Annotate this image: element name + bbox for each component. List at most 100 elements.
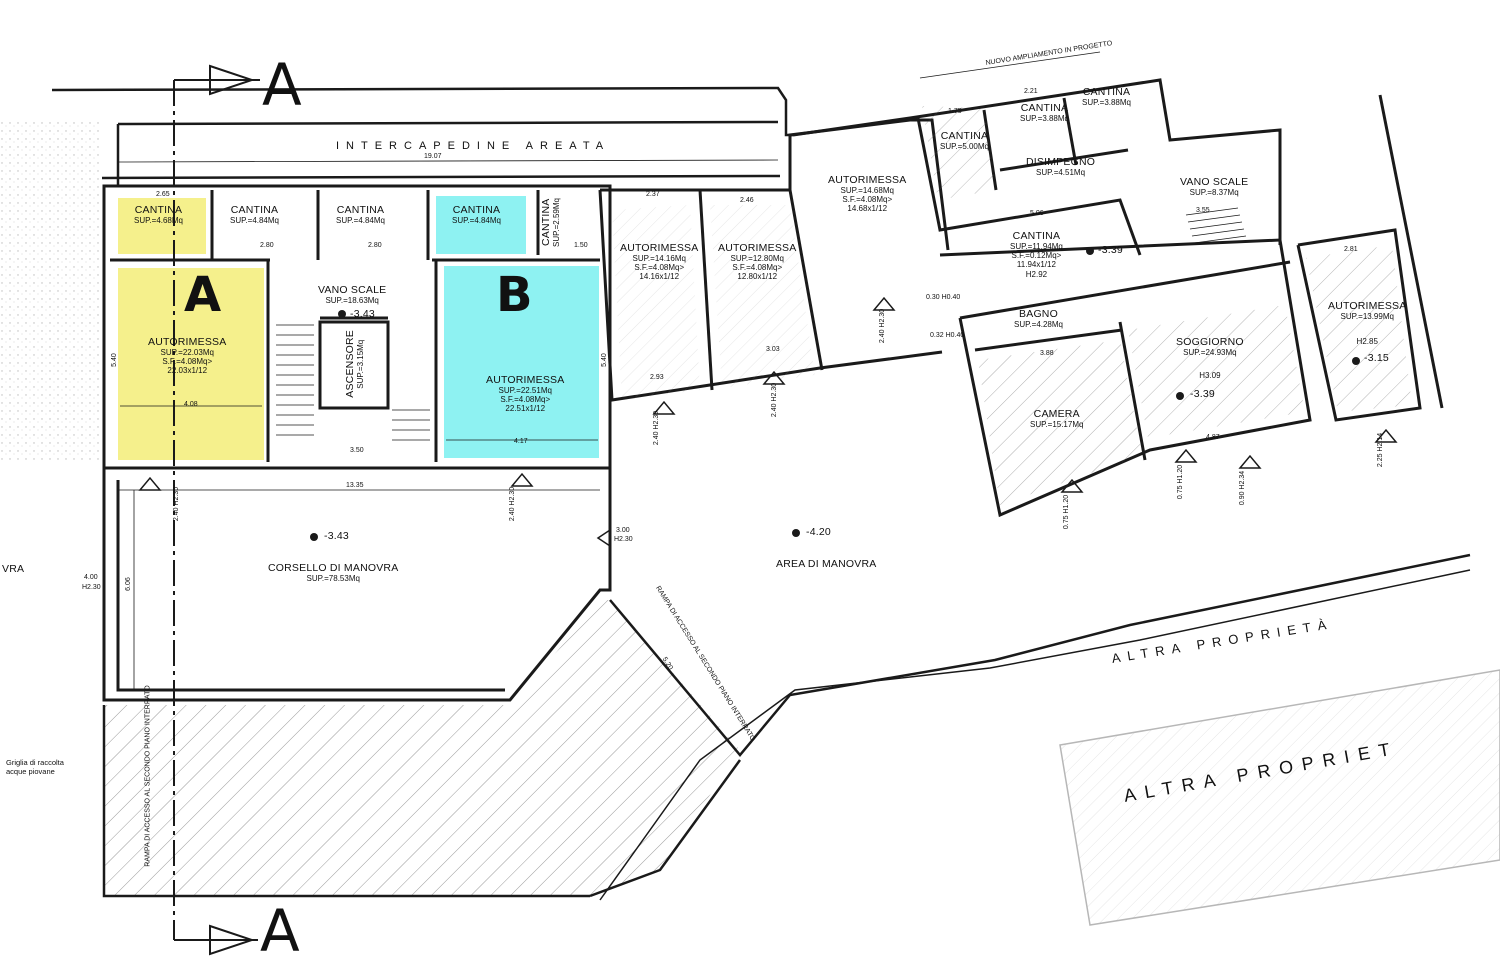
room-fraction: 14.16x1/12 <box>639 272 680 282</box>
opening-5: 2.40 H2.30 <box>879 308 887 344</box>
room-area: SUP.=18.63Mq <box>325 296 379 306</box>
hatch-autorimessa-6 <box>1306 245 1412 412</box>
left-cut-label: VRA <box>2 563 25 575</box>
opening-8: 0.75 H1.20 <box>1177 464 1185 500</box>
opening-2: 2.40 H2.30 <box>509 486 517 522</box>
dim-h2-30: H2.30 <box>82 584 101 591</box>
unit-b-letter: B <box>496 267 533 323</box>
right-block-walls <box>792 78 1444 518</box>
hatch-garage-4 <box>710 205 815 388</box>
dim-6-06: 6.06 <box>124 577 132 591</box>
dim-2-65: 2.65 <box>156 191 170 198</box>
cantina-big-level: -3.39 <box>1098 244 1123 256</box>
room-name: CORSELLO DI MANOVRA <box>268 562 399 574</box>
autorimessa-6-level: -3.15 <box>1364 352 1389 364</box>
dim-4-00: 4.00 <box>84 574 98 581</box>
room-name: CANTINA <box>452 204 501 216</box>
ramp-walls <box>102 553 1471 898</box>
room-cantina-2: CANTINA SUP.=4.84Mq <box>230 204 279 225</box>
room-name: AUTORIMESSA <box>1328 300 1407 312</box>
corsello-level: -3.43 <box>324 530 349 542</box>
dim-3-03: 3.03 <box>766 346 780 353</box>
opening-12: 0.32 H0.40 <box>930 332 965 339</box>
room-area: SUP.=11.94Mq <box>1010 242 1063 252</box>
room-sf: S.F.=4.08Mq> <box>500 395 551 405</box>
room-ascensore: ASCENSORE SUP.=3.15Mq <box>344 330 365 398</box>
dim-2-93: 2.93 <box>650 374 664 381</box>
opening-3: 2.40 H2.30 <box>653 410 661 446</box>
room-camera: CAMERA SUP.=15.17Mq <box>1030 408 1083 429</box>
intercapedine-label: INTERCAPEDINE AREATA <box>336 140 611 152</box>
room-name: ASCENSORE <box>344 330 356 398</box>
unit-a-letter: A <box>184 267 222 323</box>
room-name: AUTORIMESSA <box>148 336 227 348</box>
room-disimpegno: DISIMPEGNO SUP.=4.51Mq <box>1026 156 1095 177</box>
room-name: AUTORIMESSA <box>718 242 797 254</box>
room-height: H2.92 <box>1025 269 1048 279</box>
room-area: SUP.=24.93Mq <box>1183 348 1237 358</box>
room-sf: S.F.=4.08Mq> <box>162 357 213 367</box>
room-area: SUP.=8.37Mq <box>1189 188 1239 198</box>
dim-1-75: 1.75 <box>948 108 962 115</box>
room-area: SUP.=5.00Mq <box>940 142 989 152</box>
unit-a-cellar-fill <box>118 198 206 254</box>
entrance-arrows <box>138 296 1398 548</box>
dim-2-37: 2.37 <box>646 191 660 198</box>
dim-19-07: 19.07 <box>424 153 442 160</box>
dimension-lines <box>117 51 1101 690</box>
room-area: SUP.=4.84Mq <box>336 216 385 226</box>
opening-11: 0.30 H0.40 <box>926 294 961 301</box>
opening-10: 2.25 H2.14 <box>1377 432 1385 468</box>
room-area: SUP.=3.88Mq <box>1020 114 1069 124</box>
room-vano-scale: VANO SCALE SUP.=18.63Mq <box>318 284 386 305</box>
room-name: CANTINA <box>940 130 989 142</box>
dim-4-87: 4.87 <box>1206 434 1220 441</box>
room-name: SOGGIORNO <box>1176 336 1244 348</box>
dim-3-50: 3.50 <box>350 447 364 454</box>
dim-2-80a: 2.80 <box>260 242 274 249</box>
room-fraction: 12.80x1/12 <box>737 272 778 282</box>
stairs-left <box>276 324 430 441</box>
room-name: CANTINA <box>540 198 552 247</box>
dim-13-35: 13.35 <box>346 482 364 489</box>
room-name: CANTINA <box>230 204 279 216</box>
level-markers <box>310 247 1360 541</box>
section-arrow-bottom <box>209 924 256 956</box>
room-autorimessa-5: AUTORIMESSA SUP.=14.68Mq S.F.=4.08Mq> 14… <box>828 174 906 214</box>
dim-5-40a: 5.40 <box>110 353 118 367</box>
room-height: H3.09 <box>1199 371 1221 381</box>
room-area: SUP.=2.59Mq <box>552 198 562 247</box>
room-cantina-n2: CANTINA SUP.=3.88Mq <box>1020 102 1069 123</box>
hatch-garage-3 <box>612 205 700 400</box>
room-name: DISIMPEGNO <box>1026 156 1096 168</box>
room-area: SUP.=78.53Mq <box>306 574 360 584</box>
stairs-right <box>1185 207 1247 244</box>
room-cantina-n1: CANTINA SUP.=5.00Mq <box>940 130 989 151</box>
soggiorno-level: -3.39 <box>1190 388 1215 400</box>
room-name: AUTORIMESSA <box>486 374 565 386</box>
corsello-walls <box>102 468 612 702</box>
room-name: BAGNO <box>1019 308 1058 320</box>
room-name: CANTINA <box>134 204 183 216</box>
griglia-label: Griglia di raccolta acque piovane <box>6 758 64 776</box>
hatch-camera <box>978 340 1142 505</box>
room-name: CANTINA <box>1082 86 1131 98</box>
area-manovra-level: -4.20 <box>806 526 831 538</box>
room-area: SUP.=13.99Mq <box>1340 312 1394 322</box>
room-sf: S.F.=0.12Mq> <box>1011 251 1062 261</box>
room-name: VANO SCALE <box>318 284 387 296</box>
room-autorimessa-6: AUTORIMESSA SUP.=13.99Mq H2.85 <box>1328 300 1406 346</box>
room-area: SUP.=14.16Mq <box>632 254 686 264</box>
dim-4-08: 4.08 <box>184 401 198 408</box>
left-block-walls <box>102 184 612 470</box>
room-cantina-small: CANTINA SUP.=2.59Mq <box>540 198 561 247</box>
room-area: SUP.=4.68Mq <box>134 216 183 226</box>
dim-2-46: 2.46 <box>740 197 754 204</box>
dim-h2-30b: H2.30 <box>614 536 633 543</box>
room-bagno: BAGNO SUP.=4.28Mq <box>1014 308 1063 329</box>
room-cantina-3: CANTINA SUP.=4.84Mq <box>336 204 385 225</box>
room-sf: S.F.=4.08Mq> <box>842 195 893 205</box>
ramp-label-left: RAMPA DI ACCESSO AL SECONDO PIANO INTERR… <box>144 685 152 867</box>
room-corsello: CORSELLO DI MANOVRA SUP.=78.53Mq <box>268 562 398 583</box>
room-area: SUP.=12.80Mq <box>730 254 784 264</box>
